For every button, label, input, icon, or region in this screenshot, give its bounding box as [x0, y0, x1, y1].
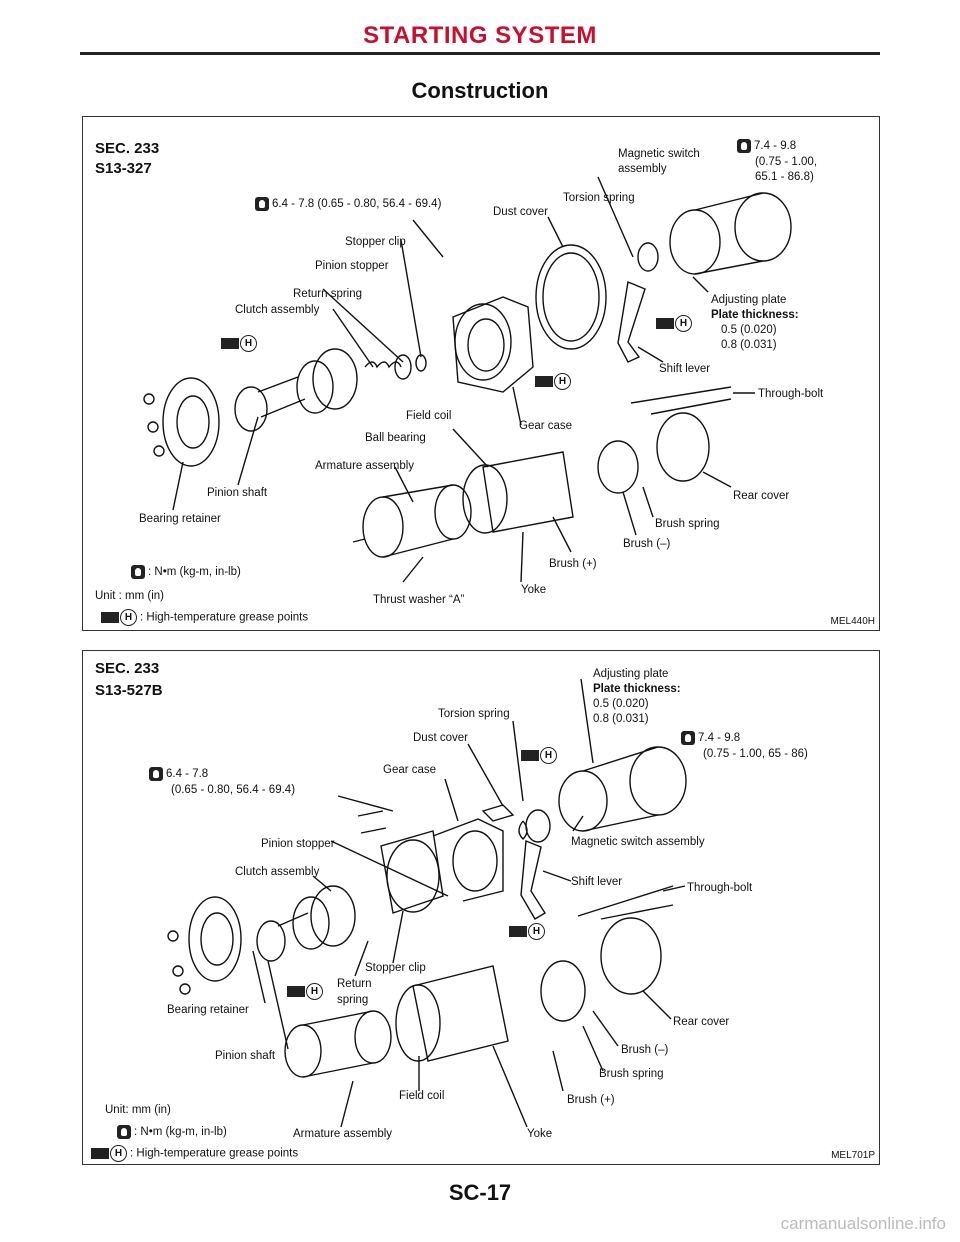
label-yoke: Yoke: [521, 584, 547, 596]
label-thrust-washer: Thrust washer “A”: [373, 594, 465, 606]
part-number: S13-527B: [95, 682, 163, 699]
label-plate-thickness: Plate thickness:: [711, 309, 799, 321]
grease-icon: H: [101, 609, 137, 626]
label-ball-bearing: Ball bearing: [365, 432, 426, 444]
label-armature-assembly: Armature assembly: [293, 1128, 393, 1140]
label-thickness-1: 0.5 (0.020): [593, 698, 649, 710]
label-pinion-stopper: Pinion stopper: [315, 260, 389, 272]
page-number: SC-17: [448, 1180, 512, 1205]
label-adjusting-plate: Adjusting plate: [711, 294, 787, 306]
starter-drawing-2: [167, 678, 687, 1128]
legend-torque: : N•m (kg-m, in-lb): [131, 565, 241, 579]
label-plate-thickness: Plate thickness:: [593, 683, 681, 695]
grease-mark: H: [287, 983, 326, 1000]
figure-ref: MEL701P: [831, 1150, 875, 1161]
legend-unit: Unit : mm (in): [95, 590, 164, 602]
torque-main: 6.4 - 7.8 (0.65 - 0.80, 56.4 - 69.4): [255, 197, 441, 211]
label-through-bolt: Through-bolt: [687, 882, 753, 894]
label-adjusting-plate: Adjusting plate: [593, 668, 669, 680]
starter-drawing-1: [143, 176, 792, 583]
label-field-coil: Field coil: [406, 410, 452, 422]
label-rear-cover: Rear cover: [673, 1016, 730, 1028]
label-gear-case: Gear case: [383, 764, 437, 776]
label-clutch-assembly: Clutch assembly: [235, 304, 320, 316]
torque-icon: [681, 731, 695, 745]
torque-switch-line2: (0.75 - 1.00,: [755, 156, 818, 168]
watermark: carmanualsonline.info: [780, 1214, 946, 1233]
grease-mark: H: [535, 373, 574, 390]
label-return: Return: [337, 978, 372, 990]
label-pinion-shaft: Pinion shaft: [207, 487, 268, 499]
label-gear-case: Gear case: [519, 420, 573, 432]
label-dust-cover: Dust cover: [493, 206, 548, 218]
label-thickness-2: 0.8 (0.031): [593, 713, 649, 725]
torque-switch-line3: 65.1 - 86.8): [755, 171, 814, 183]
label-dust-cover: Dust cover: [413, 732, 468, 744]
section-header: STARTING SYSTEM: [363, 22, 597, 49]
header-rule: [80, 52, 880, 55]
label-magnetic-switch: Magnetic switch: [618, 148, 700, 160]
label-bearing-retainer: Bearing retainer: [139, 513, 221, 525]
label-return-spring: Return spring: [293, 288, 363, 300]
grease-mark: H: [521, 747, 560, 764]
torque-main: 6.4 - 7.8: [149, 767, 208, 781]
label-stopper-clip: Stopper clip: [365, 962, 426, 974]
label-field-coil: Field coil: [399, 1090, 445, 1102]
torque-icon: [131, 565, 145, 579]
label-brush-plus: Brush (+): [567, 1094, 615, 1106]
label-armature-assembly: Armature assembly: [315, 460, 415, 472]
legend-unit: Unit: mm (in): [105, 1104, 171, 1116]
grease-mark: H: [509, 923, 548, 940]
label-shift-lever: Shift lever: [571, 876, 623, 888]
legend-torque: : N•m (kg-m, in-lb): [117, 1125, 227, 1139]
grease-mark: H: [221, 335, 260, 352]
label-yoke: Yoke: [527, 1128, 553, 1140]
label-magnetic-switch-2: assembly: [618, 163, 667, 175]
sec-number: SEC. 233: [95, 660, 160, 677]
label-brush-minus: Brush (–): [621, 1044, 669, 1056]
legend-grease: H: High-temperature grease points: [91, 1145, 298, 1162]
legend-grease: H: High-temperature grease points: [101, 609, 308, 626]
label-brush-plus: Brush (+): [549, 558, 597, 570]
page-title: Construction: [411, 78, 549, 103]
label-thickness-1: 0.5 (0.020): [721, 324, 777, 336]
exploded-diagram-1: SEC. 233 S13-327 6.4 - 7.8 (0.65 - 0.80,…: [82, 116, 880, 631]
torque-icon: [117, 1125, 131, 1139]
part-number: S13-327: [95, 160, 152, 177]
label-torsion-spring: Torsion spring: [563, 192, 635, 204]
torque-main-line2: (0.65 - 0.80, 56.4 - 69.4): [171, 784, 296, 796]
torque-switch-line2: (0.75 - 1.00, 65 - 86): [703, 748, 808, 760]
label-thickness-2: 0.8 (0.031): [721, 339, 777, 351]
label-brush-spring: Brush spring: [599, 1068, 664, 1080]
label-stopper-clip: Stopper clip: [345, 236, 406, 248]
torque-icon: [737, 139, 751, 153]
torque-switch: 7.4 - 9.8: [737, 139, 796, 153]
grease-mark: H: [656, 315, 695, 332]
label-through-bolt: Through-bolt: [758, 388, 824, 400]
label-magnetic-switch: Magnetic switch assembly: [571, 836, 705, 848]
figure-ref: MEL440H: [830, 616, 875, 627]
label-shift-lever: Shift lever: [659, 363, 711, 375]
label-clutch-assembly: Clutch assembly: [235, 866, 320, 878]
torque-icon: [255, 197, 269, 211]
label-return-spring: spring: [337, 994, 369, 1006]
torque-icon: [149, 767, 163, 781]
label-rear-cover: Rear cover: [733, 490, 790, 502]
label-brush-spring: Brush spring: [655, 518, 720, 530]
label-torsion-spring: Torsion spring: [438, 708, 510, 720]
torque-switch: 7.4 - 9.8: [681, 731, 740, 745]
exploded-diagram-2: SEC. 233 S13-527B Adjusting plate Plate …: [82, 650, 880, 1165]
label-pinion-stopper: Pinion stopper: [261, 838, 335, 850]
label-brush-minus: Brush (–): [623, 538, 671, 550]
grease-icon: H: [91, 1145, 127, 1162]
label-bearing-retainer: Bearing retainer: [167, 1004, 249, 1016]
sec-number: SEC. 233: [95, 140, 160, 157]
label-pinion-shaft: Pinion shaft: [215, 1050, 276, 1062]
